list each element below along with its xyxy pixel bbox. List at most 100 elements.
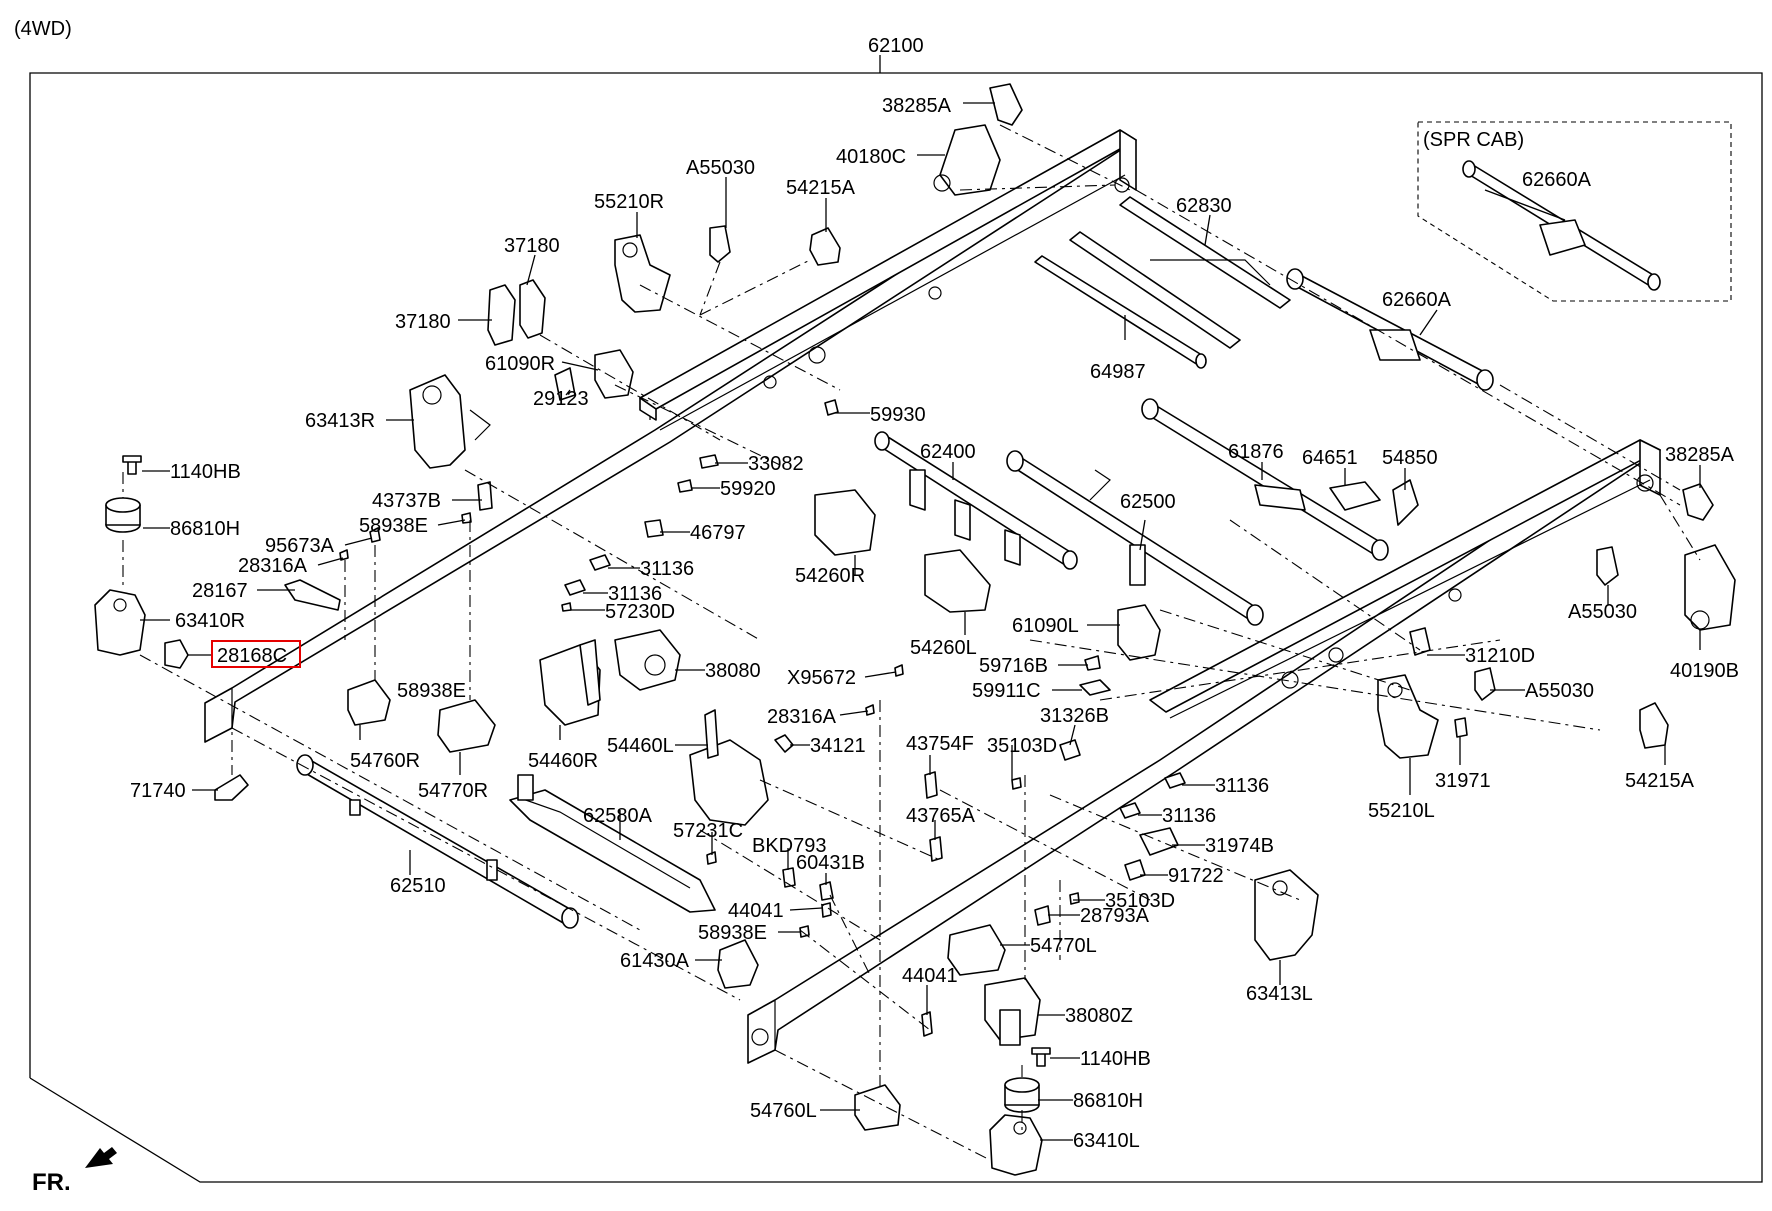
callout-62580A: 62580A bbox=[583, 805, 653, 827]
callout-62500: 62500 bbox=[1120, 491, 1176, 513]
callout-38285A-right: 38285A bbox=[1665, 444, 1735, 466]
bracket-54215A-bottom bbox=[1639, 702, 1669, 749]
callout-55210L: 55210L bbox=[1368, 800, 1435, 822]
part-43737B bbox=[477, 481, 493, 511]
callout-62400: 62400 bbox=[920, 441, 976, 463]
callout-86810H-left: 86810H bbox=[170, 518, 240, 540]
callout-28316A-b: 28316A bbox=[767, 706, 837, 728]
callout-64987: 64987 bbox=[1090, 361, 1146, 383]
bracket-54215A-top bbox=[809, 227, 841, 266]
bracket-54770R bbox=[437, 699, 496, 753]
callout-A55030-top: A55030 bbox=[686, 157, 755, 179]
bracket-61090R bbox=[594, 349, 634, 399]
bracket-63413R bbox=[409, 374, 491, 469]
callout-38080: 38080 bbox=[705, 660, 761, 682]
part-43754F bbox=[924, 771, 938, 799]
callout-59930: 59930 bbox=[870, 404, 926, 426]
bracket-54260R bbox=[814, 489, 876, 556]
callout-58938E-b: 58938E bbox=[397, 680, 466, 702]
frame-part-number: 62100 bbox=[868, 35, 924, 57]
callout-labels: 38285A 40180C A55030 54215A 55210R 37180… bbox=[130, 95, 1739, 1152]
bracket-54850 bbox=[1392, 479, 1419, 526]
part-31136-a bbox=[589, 554, 611, 571]
crossmember-61876 bbox=[1141, 398, 1389, 561]
highlight-box bbox=[211, 640, 301, 668]
callout-86810H-bottom: 86810H bbox=[1073, 1090, 1143, 1112]
callout-61876: 61876 bbox=[1228, 441, 1284, 463]
part-28316A-b bbox=[865, 704, 875, 716]
part-57230D bbox=[561, 602, 572, 612]
callout-59911C: 59911C bbox=[972, 680, 1041, 702]
callout-40180C: 40180C bbox=[836, 146, 906, 168]
bracket-A55030-top bbox=[709, 225, 731, 263]
callout-54770L: 54770L bbox=[1030, 935, 1097, 957]
mount-1140HB-left bbox=[122, 455, 142, 475]
callout-37180-a: 37180 bbox=[504, 235, 560, 257]
callout-44041-b: 44041 bbox=[902, 965, 958, 987]
bracket-37180 bbox=[487, 279, 546, 346]
diagram-border bbox=[29, 55, 1763, 1183]
part-31971 bbox=[1454, 717, 1468, 738]
callout-28793A: 28793A bbox=[1080, 905, 1150, 927]
bracket-54770L bbox=[947, 924, 1006, 976]
variant-label: (4WD) bbox=[14, 18, 72, 40]
bracket-71740 bbox=[214, 774, 249, 801]
callout-64651: 64651 bbox=[1302, 447, 1358, 469]
callout-43737B: 43737B bbox=[372, 490, 441, 512]
bracket-64651 bbox=[1329, 481, 1381, 511]
callout-38080Z: 38080Z bbox=[1065, 1005, 1133, 1027]
callout-62660A: 62660A bbox=[1382, 289, 1452, 311]
callout-71740: 71740 bbox=[130, 780, 186, 802]
callout-54850: 54850 bbox=[1382, 447, 1438, 469]
crossmember-64987 bbox=[1034, 255, 1207, 369]
callout-59920: 59920 bbox=[720, 478, 776, 500]
assembly-lines bbox=[122, 124, 1701, 1161]
callout-28167: 28167 bbox=[192, 580, 248, 602]
callout-43754F: 43754F bbox=[906, 733, 974, 755]
callout-54215A-bottom: 54215A bbox=[1625, 770, 1695, 792]
callout-61090L: 61090L bbox=[1012, 615, 1079, 637]
callout-54760R: 54760R bbox=[350, 750, 420, 772]
bracket-54760L bbox=[854, 1084, 901, 1131]
spr-cab-box bbox=[1417, 121, 1732, 302]
callout-34121: 34121 bbox=[810, 735, 866, 757]
callout-35103D-a: 35103D bbox=[987, 735, 1057, 757]
part-59930 bbox=[824, 399, 839, 416]
callout-61090R: 61090R bbox=[485, 353, 555, 375]
part-35103D-b bbox=[1069, 892, 1080, 905]
callout-54460L: 54460L bbox=[607, 735, 674, 757]
callout-31136-a: 31136 bbox=[640, 558, 694, 580]
front-arrow-icon bbox=[85, 1147, 117, 1168]
right-frame-rail bbox=[747, 439, 1661, 1064]
part-28316A-a bbox=[339, 549, 349, 561]
callout-BKD793: BKD793 bbox=[752, 835, 827, 857]
callout-63413L: 63413L bbox=[1246, 983, 1313, 1005]
callout-40190B: 40190B bbox=[1670, 660, 1739, 682]
part-X95672 bbox=[894, 664, 904, 677]
bracket-A55030-right bbox=[1596, 546, 1619, 586]
callout-63410R: 63410R bbox=[175, 610, 245, 632]
callout-28316A-a: 28316A bbox=[238, 555, 308, 577]
callout-A55030-right: A55030 bbox=[1568, 601, 1637, 623]
part-38080Z bbox=[984, 977, 1041, 1046]
part-34121 bbox=[774, 734, 794, 753]
part-28793A bbox=[1034, 905, 1051, 926]
callout-54460R: 54460R bbox=[528, 750, 598, 772]
spr-cab-label: (SPR CAB) bbox=[1423, 129, 1524, 151]
part-35103D-a bbox=[1011, 777, 1022, 790]
callout-57230D: 57230D bbox=[605, 601, 675, 623]
callout-28168C: 28168C bbox=[217, 645, 287, 667]
callout-62660A-sprcab: 62660A bbox=[1522, 169, 1592, 191]
bracket-29123 bbox=[554, 367, 576, 401]
callout-31210D: 31210D bbox=[1465, 645, 1535, 667]
bracket-38285A-top bbox=[989, 83, 1023, 126]
bracket-55210R bbox=[614, 234, 671, 313]
part-31326B bbox=[1059, 739, 1081, 761]
crossmember-62400 bbox=[874, 431, 1078, 570]
callout-95673A: 95673A bbox=[265, 535, 335, 557]
part-59911C bbox=[1079, 679, 1111, 696]
callout-63410L: 63410L bbox=[1073, 1130, 1140, 1152]
crossmember-62660A bbox=[1286, 268, 1494, 391]
callout-38285A-top: 38285A bbox=[882, 95, 952, 117]
